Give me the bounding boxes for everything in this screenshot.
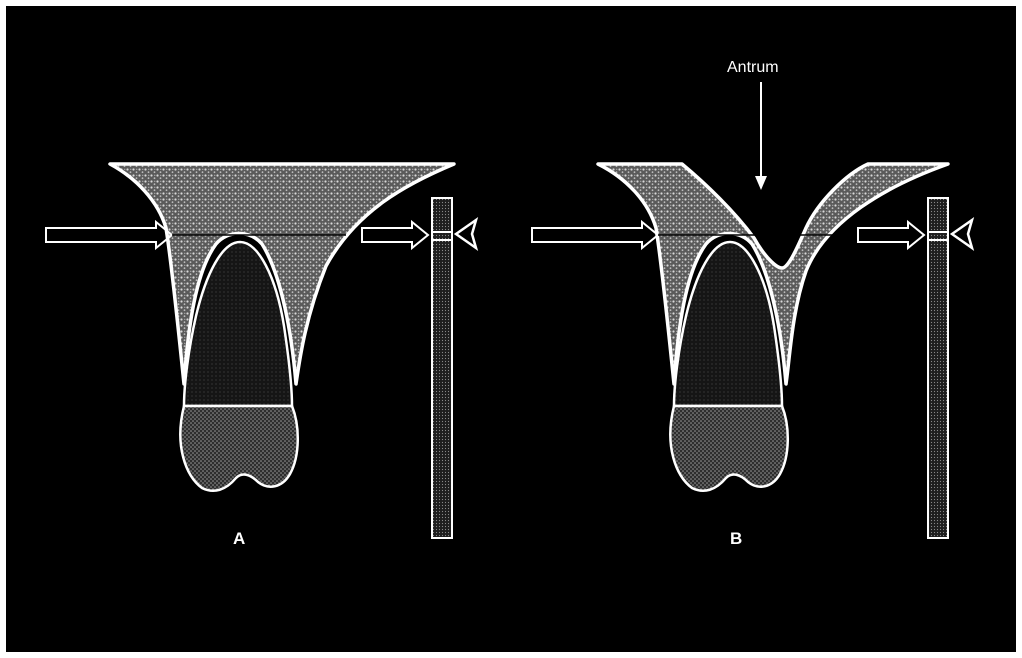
xray-beam-arrow-right-a: [362, 222, 428, 248]
panel-a: A: [46, 164, 476, 548]
antrum-label: Antrum: [727, 59, 779, 76]
xray-beam-arrow-right-b: [858, 222, 924, 248]
tooth-crown-a: [180, 406, 297, 491]
panel-label-b: B: [730, 529, 742, 548]
film-pointer-arrow-a: [456, 220, 476, 248]
xray-beam-arrow-left-a: [46, 222, 172, 248]
panel-label-a: A: [233, 529, 245, 548]
film-pointer-arrow-b: [952, 220, 972, 248]
film-strip-b: [928, 198, 948, 538]
antrum-pointer-arrowhead: [755, 176, 767, 190]
tooth-crown-b: [670, 406, 787, 491]
xray-beam-arrow-left-b: [532, 222, 658, 248]
diagram: A Antrum B: [6, 6, 1016, 652]
figure-background: A Antrum B: [6, 6, 1016, 652]
panel-b: Antrum B: [532, 59, 972, 548]
film-strip-a: [432, 198, 452, 538]
